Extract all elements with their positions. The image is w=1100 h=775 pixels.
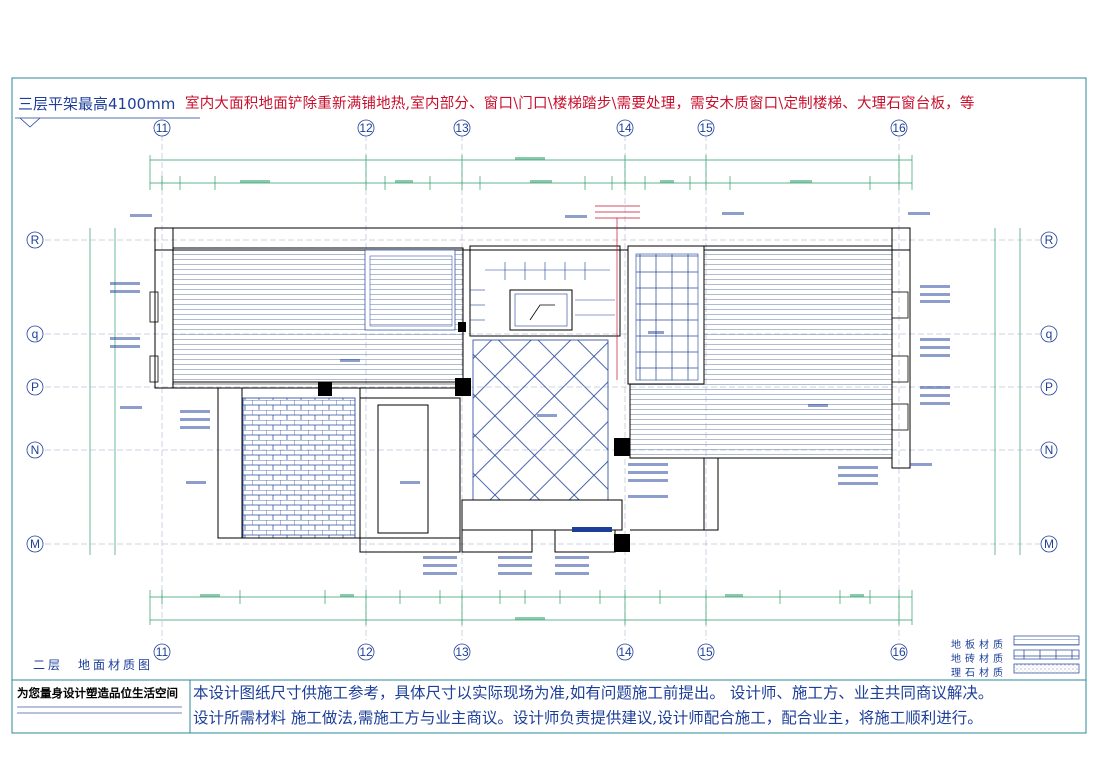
grid-row-left-R-bubble (26, 231, 44, 249)
grid-col-bottom-15-bubble (697, 643, 715, 661)
grid-row-right-M-bubble (1040, 535, 1058, 553)
legend-label-wood: 地板材质 (951, 640, 1007, 651)
grid-col-top-11-bubble (153, 119, 171, 137)
plan-title: 二层 地面材质图 (33, 658, 154, 672)
grid-col-bottom-15-label: 15 (699, 645, 713, 659)
grid-row-right-M-label: M (1044, 537, 1054, 551)
grid-col-top-16-label: 16 (892, 121, 906, 135)
grid-row-right-P-label: P (1045, 380, 1053, 394)
legend-label-marble: 理石材质 (951, 668, 1007, 679)
grid-col-bottom-13-bubble (453, 643, 471, 661)
grid-col-bottom-14-label: 14 (618, 645, 632, 659)
grid-col-bottom-16-bubble (890, 643, 908, 661)
construction-note-line-1: 本设计图纸尺寸供施工参考，具体尺寸以实际现场为准,如有问题施工前提出。 设计师、… (193, 684, 994, 702)
grid-col-bottom-12-label: 12 (359, 645, 373, 659)
grid-row-left-R-label: R (31, 233, 40, 247)
grid-col-top-15-bubble (697, 119, 715, 137)
grid-row-left-P-bubble (26, 378, 44, 396)
grid-row-right-R-bubble (1040, 231, 1058, 249)
grid-row-right-q-label: q (1046, 327, 1053, 341)
construction-note-line-2: 设计所需材料 施工做法,需施工方与业主商议。设计师负责提供建议,设计师配合施工，… (193, 709, 983, 727)
grid-col-bottom-14-bubble (616, 643, 634, 661)
grid-col-top-14-label: 14 (618, 121, 632, 135)
grid-col-bottom-16-label: 16 (892, 645, 906, 659)
grid-row-right-N-bubble (1040, 441, 1058, 459)
grid-row-left-N-bubble (26, 441, 44, 459)
grid-col-top-16-bubble (890, 119, 908, 137)
grid-row-right-R-label: R (1045, 233, 1054, 247)
max-height-note: 三层平架最高4100mm (18, 95, 176, 113)
grid-col-top-12-label: 12 (359, 121, 373, 135)
grid-row-left-N-label: N (31, 443, 40, 457)
grid-col-top-12-bubble (357, 119, 375, 137)
grid-row-right-P-bubble (1040, 378, 1058, 396)
grid-row-left-M-label: M (30, 537, 40, 551)
grid-col-top-15-label: 15 (699, 121, 713, 135)
legend-label-tile: 地砖材质 (951, 654, 1007, 665)
grid-col-bottom-11-bubble (153, 643, 171, 661)
grid-row-left-M-bubble (26, 535, 44, 553)
studio-slogan: 为您量身设计塑造品位生活空间 (17, 686, 178, 700)
grid-col-bottom-12-bubble (357, 643, 375, 661)
grid-col-top-13-label: 13 (455, 121, 469, 135)
grid-row-right-N-label: N (1045, 443, 1054, 457)
grid-col-bottom-11-label: 11 (156, 645, 169, 659)
grid-col-top-13-bubble (453, 119, 471, 137)
grid-row-left-q-label: q (32, 327, 39, 341)
grid-row-right-q-bubble (1040, 325, 1058, 343)
grid-col-top-11-label: 11 (156, 121, 169, 135)
renovation-scope-note: 室内大面积地面铲除重新满铺地热,室内部分、窗口\门口\楼梯踏步\需要处理，需安木… (185, 96, 975, 112)
grid-col-top-14-bubble (616, 119, 634, 137)
fine-print-bar (17, 712, 182, 714)
fine-print-bar (17, 706, 182, 708)
grid-row-left-q-bubble (26, 325, 44, 343)
grid-row-left-P-label: P (31, 380, 39, 394)
grid-col-bottom-13-label: 13 (455, 645, 469, 659)
